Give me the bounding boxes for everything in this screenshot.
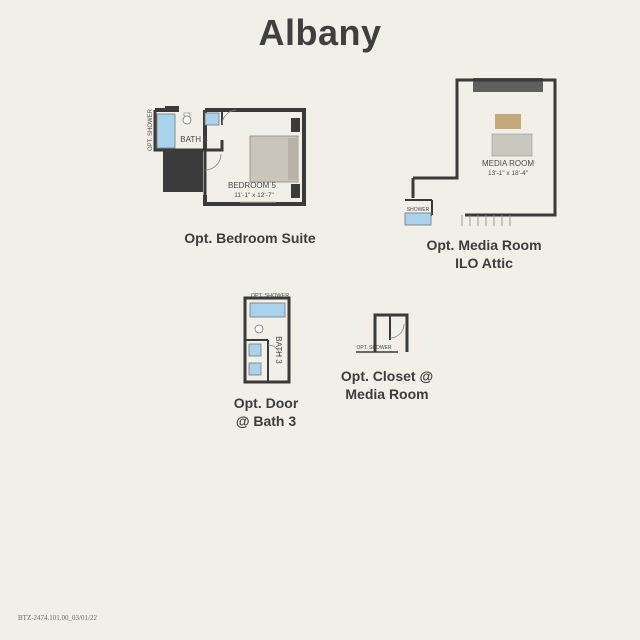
plan-title: Albany: [258, 12, 382, 53]
bedroom5-label: BEDROOM 5: [228, 181, 277, 190]
media-table: [495, 114, 521, 129]
bath4-tub: [156, 113, 176, 149]
caption-closet-media: Opt. Closet @ Media Room: [340, 368, 434, 402]
caption-media-room: Opt. Media Room ILO Attic: [426, 237, 542, 271]
closet-plan: OPT. SHOWER: [356, 313, 409, 353]
media-sofa: [491, 133, 533, 157]
bath3-vanity: [248, 343, 262, 357]
media-shower-label: SHOWER: [407, 207, 430, 213]
media-room-label: MEDIA ROOM: [482, 159, 534, 168]
bath4-vanity: [204, 112, 220, 126]
media-console: [473, 78, 543, 92]
bath4-label: BATH 4: [180, 135, 208, 144]
bath4-toilet: [182, 115, 192, 125]
bedroom-suite-plan: OPT. SHOWER BATH 4 BEDROOM 5 11'-1" x 12…: [148, 106, 306, 206]
document-code: BTZ-2474.101.00_03/01/22: [18, 614, 97, 622]
bath4-shower-label: OPT. SHOWER: [148, 108, 154, 151]
bath3-label: BATH 3: [274, 336, 283, 364]
media-shower-fixture: [404, 212, 432, 226]
media-room-dimensions: 13'-1" x 18'-4": [488, 170, 529, 177]
caption-bedroom-suite: Opt. Bedroom Suite: [184, 230, 316, 246]
media-room-plan: MEDIA ROOM 13'-1" x 18'-4" SHOWER: [404, 78, 557, 226]
bedroom5-dimensions: 11'-1" x 12'-7": [234, 192, 274, 199]
caption-door-bath3: Opt. Door @ Bath 3: [233, 395, 299, 429]
bath3-shower-label: OPT. SHOWER: [251, 293, 290, 299]
bath3-tub: [249, 302, 286, 318]
bath4-closet-block: [163, 150, 203, 192]
closet-shower-label: OPT. SHOWER: [356, 345, 391, 351]
bath3-plan: OPT. SHOWER BATH 3: [243, 293, 291, 384]
bath3-toilet: [254, 324, 264, 334]
